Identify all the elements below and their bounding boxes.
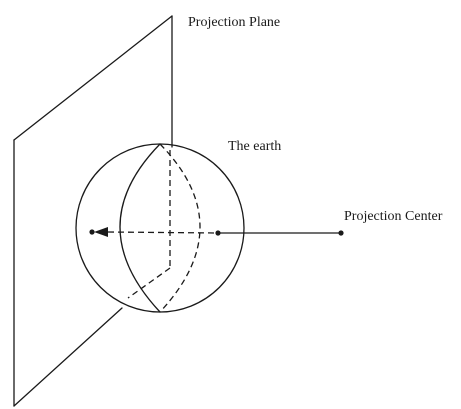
meridian-back <box>159 143 201 313</box>
projection-center-point <box>338 230 344 236</box>
earth-outline <box>75 143 245 313</box>
ray-inside-earth <box>107 231 219 234</box>
projection-plane <box>13 15 173 407</box>
projection-plane-label: Projection Plane <box>188 15 280 30</box>
hidden-diagonal-axis <box>127 267 171 299</box>
projection-center-label: Projection Center <box>344 209 443 224</box>
plane-top-edge <box>13 15 173 141</box>
surface-point <box>215 230 221 236</box>
meridian-front <box>119 143 161 313</box>
ray-arrowhead-icon <box>94 227 108 237</box>
earth-label: The earth <box>228 139 281 154</box>
plane-bottom-edge <box>13 307 123 407</box>
projected-point <box>89 229 95 235</box>
projection-ray <box>89 227 344 237</box>
earth-sphere <box>75 143 245 313</box>
